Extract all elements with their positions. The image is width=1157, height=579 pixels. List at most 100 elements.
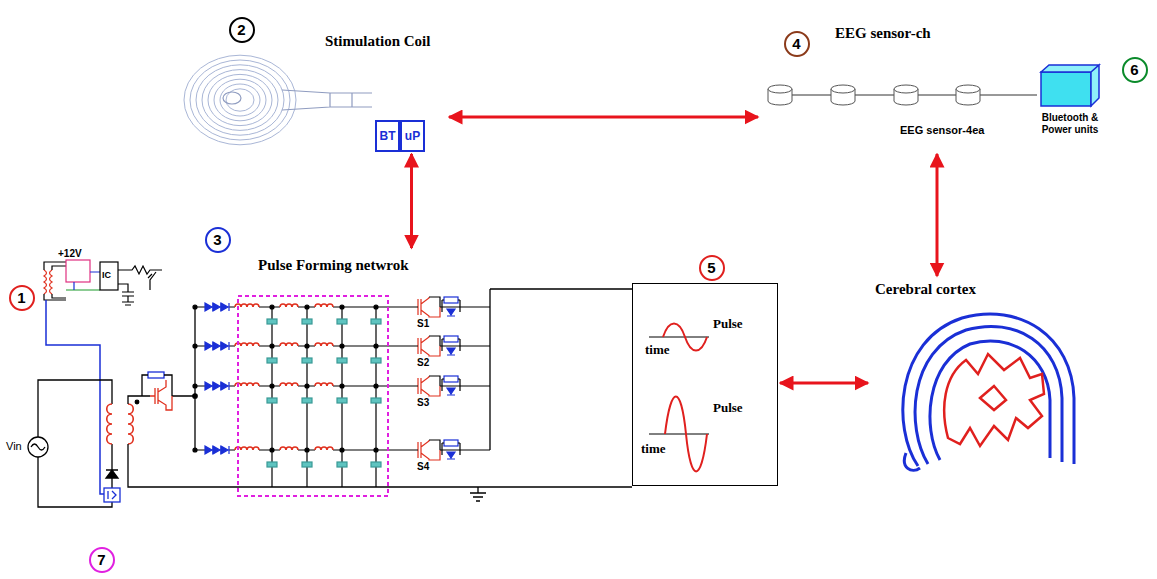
primary-loop [28, 307, 632, 507]
snubber-wire [440, 443, 490, 455]
stimulation-coil-drawing [214, 79, 266, 121]
source-label: Vin [6, 440, 22, 453]
inductor-symbol [280, 383, 298, 386]
capacitor-symbol [337, 358, 347, 363]
pulse-forming-network [340, 305, 344, 309]
diode-symbol [221, 446, 229, 454]
callout-number: 6 [1122, 57, 1148, 83]
box-label: uP [405, 129, 420, 143]
gate-drive-circuit [44, 260, 162, 494]
diode-symbol [205, 303, 213, 311]
drive-transformer [44, 270, 52, 294]
secondary-wires [128, 396, 632, 487]
capacitor-symbol [267, 398, 277, 403]
capacitor-symbol [371, 462, 381, 467]
axis-label: Pulse [713, 316, 743, 331]
ladder-rail [306, 307, 307, 487]
up-box: uP [400, 120, 425, 152]
charge-snubber [148, 372, 164, 378]
eeg-electrode [831, 85, 855, 93]
diode-symbol [205, 446, 213, 454]
bt-box: BT [375, 120, 400, 152]
diode-symbol [205, 342, 213, 350]
callout-number: 2 [229, 17, 255, 43]
snubber-resistor [444, 376, 458, 382]
head-outline [903, 314, 1074, 470]
inductor-symbol [315, 447, 333, 450]
link-arrow [449, 116, 758, 119]
pulse-forming-network [305, 344, 309, 348]
pulse-forming-network [340, 448, 344, 452]
callout-number: 3 [205, 227, 231, 253]
secondary-coil [128, 404, 133, 444]
stimulation-coil-drawing [202, 70, 278, 131]
bluetooth-power-box: Bluetooth & Power units [1035, 62, 1108, 150]
figure-heading: Cerebral cortex [875, 280, 976, 298]
igbt-switch [418, 440, 440, 460]
inductor-symbol [280, 447, 298, 450]
pfn-dashed-frame [238, 296, 388, 496]
diode-symbol [221, 303, 229, 311]
callout-number: 1 [9, 285, 35, 311]
eeg-electrode [894, 85, 918, 93]
snubber-wire [440, 339, 490, 351]
module-box [1041, 65, 1099, 106]
pulse-forming-network [340, 344, 344, 348]
pulse-box: PulsetimePulsetime [632, 283, 778, 486]
pulse-forming-network [305, 448, 309, 452]
drive-wires [118, 266, 162, 305]
primary-loop [38, 380, 112, 507]
igbt-switch [412, 297, 440, 307]
voltage-source [31, 444, 45, 450]
diode-symbol [221, 382, 229, 390]
module-box [1041, 72, 1091, 106]
coil-handle [223, 92, 241, 104]
snubber-wire [440, 379, 490, 391]
inductor-symbol [315, 343, 333, 346]
cortex-figure-shape [870, 278, 1080, 473]
inductor-symbol [280, 304, 298, 307]
callout-number: 7 [89, 547, 115, 573]
cortex-figure: Cerebral cortex [870, 278, 1080, 473]
output-wiring [490, 289, 632, 450]
capacitor-symbol [302, 319, 312, 324]
unit-heading: EEG sensor-ch [835, 24, 931, 42]
eeg-electrode [956, 85, 980, 93]
ground-symbol [470, 487, 486, 501]
diode-symbol [221, 342, 229, 350]
inductor-symbol [280, 343, 298, 346]
bluetooth-power-box-shape [1035, 62, 1108, 150]
box-label: BT [380, 129, 396, 143]
igbt-switch [418, 376, 440, 396]
snubber-diode [447, 452, 455, 459]
capacitor-symbol [371, 358, 381, 363]
eeg-unit: EEG sensor-chEEG sensor-4eaBluetooth & P… [760, 22, 1105, 152]
igbt-switch [412, 376, 440, 386]
pfn-heading-box: Pulse Forming netwrok [255, 250, 423, 278]
diode-symbol [205, 382, 213, 390]
switch-label: S3 [417, 397, 429, 409]
switch-label: S4 [417, 461, 429, 473]
capacitor-symbol [302, 462, 312, 467]
cortex-outline [944, 354, 1044, 446]
inductor-symbol [315, 304, 333, 307]
drive-wires [66, 289, 100, 290]
capacitor-symbol [337, 462, 347, 467]
link-arrow [936, 154, 939, 276]
coil-unit: Stimulation CoilBTuP [185, 28, 447, 155]
pulse-forming-network [270, 305, 274, 309]
diode-symbol [213, 303, 221, 311]
pulse-forming-network [374, 448, 378, 452]
snubber-diode [447, 348, 455, 355]
time-axis [649, 337, 709, 434]
ladder-rail [375, 307, 376, 487]
axis-label: time [645, 342, 670, 357]
capacitor-symbol [371, 319, 381, 324]
snubber-resistor [444, 297, 458, 303]
diode-symbol [213, 382, 221, 390]
stimulation-coil-drawing [208, 74, 272, 125]
charge-switch [150, 380, 172, 410]
